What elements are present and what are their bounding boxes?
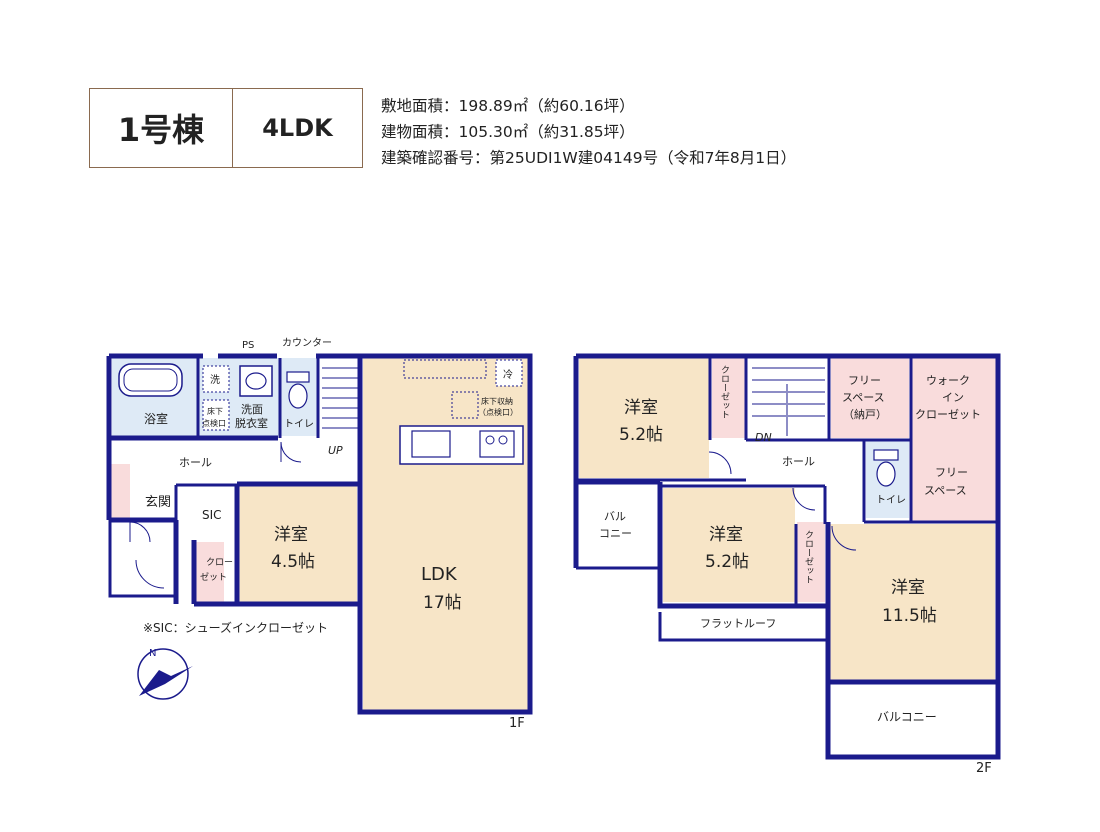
storage-label-1: 床下収納	[481, 396, 513, 406]
ldk-room	[363, 358, 528, 710]
room3-name-2f: 洋室	[891, 578, 925, 598]
up-label: UP	[328, 444, 343, 457]
fridge-label: 冷	[503, 368, 513, 381]
floor-label-2f: 2F	[976, 761, 992, 776]
wic-label-2: イン	[942, 391, 964, 404]
free-space-label-1: フリー	[848, 374, 881, 387]
free-space-label-2: スペース	[842, 391, 885, 404]
western-room-2f-c	[829, 524, 995, 682]
sink-icon	[239, 365, 273, 397]
stairs-2f	[752, 367, 825, 436]
floor-area: 建物面積：105.30㎡（約31.85坪）	[381, 123, 635, 141]
western-room-2f-b	[663, 488, 795, 602]
kitchen-sink-icon	[411, 430, 451, 458]
room3-size-2f: 11.5帖	[882, 606, 937, 626]
bathtub-icon	[118, 363, 183, 397]
toilet-icon	[873, 449, 899, 461]
stairs-1f	[322, 367, 358, 429]
closet-2f-b	[797, 522, 825, 602]
door-swing	[280, 441, 302, 463]
floor-2f: 洋室 5.2帖 クローゼット DN フリー スペース （納戸） ウォーク イン …	[573, 353, 1001, 776]
floor-1f: PS カウンター 浴室 洗 床下 点検口 洗面 脱衣室 トイレ UP ホール 玄…	[106, 337, 533, 731]
room1-size-2f: 5.2帖	[619, 425, 663, 445]
balcony-small-label-1: バル	[604, 510, 626, 523]
western-room-2f-a	[579, 358, 709, 478]
washroom-label-2: 脱衣室	[235, 416, 268, 430]
closet-b-label: クローゼット	[803, 530, 814, 584]
under-floor-hatch-icon	[202, 399, 230, 431]
door-swing	[708, 451, 732, 475]
walls-2f	[573, 353, 1001, 760]
hall-label-1f: ホール	[179, 456, 212, 469]
walls-1f	[106, 353, 533, 715]
room2-name-2f: 洋室	[709, 525, 743, 545]
property-info: 敷地面積：198.89㎡（約60.16坪） 建物面積：105.30㎡（約31.8…	[381, 93, 796, 171]
permit-number: 建築確認番号：第25UDI1W建04149号（令和7年8月1日）	[381, 149, 797, 167]
room1-name-2f: 洋室	[624, 398, 658, 418]
balcony-label: バルコニー	[877, 710, 937, 724]
free-space-label-3: （納戸）	[843, 408, 887, 421]
under-floor-label-2: 点検口	[202, 418, 226, 428]
layout-type: 4LDK	[262, 114, 333, 142]
building-number: 1号棟	[90, 89, 233, 167]
toilet-label-2f: トイレ	[876, 495, 906, 506]
western-room-1f	[239, 485, 357, 603]
ldk-size: 17帖	[423, 593, 462, 613]
under-floor-label-1: 床下	[207, 406, 223, 416]
ps-label: PS	[242, 340, 254, 351]
toilet-icon	[286, 371, 310, 383]
closet-2f-a	[712, 358, 745, 438]
wic-label-3: クローゼット	[915, 408, 981, 421]
counter-label: カウンター	[282, 337, 332, 349]
washing-machine-icon	[202, 365, 230, 393]
flat-roof-label: フラットルーフ	[700, 617, 776, 630]
storage-label-2: （点検口）	[478, 407, 518, 417]
compass-icon: N	[137, 648, 193, 700]
free-space-b-label-1: フリー	[935, 466, 968, 479]
entrance-label: 玄関	[145, 495, 171, 510]
header-box: 1号棟 4LDK	[89, 88, 363, 168]
room2-size-2f: 5.2帖	[705, 552, 749, 572]
room-name-1f: 洋室	[274, 525, 308, 545]
dn-label: DN	[755, 431, 772, 444]
closet-1f	[195, 542, 224, 602]
shoe-shelf	[110, 464, 130, 519]
toilet-label-1f: トイレ	[284, 419, 314, 430]
stove-icon	[479, 430, 515, 458]
free-space-b-label-2: スペース	[924, 484, 967, 497]
svg-text:N: N	[149, 648, 156, 659]
walk-in-closet	[912, 358, 996, 522]
room-size-1f: 4.5帖	[271, 552, 315, 572]
cupboard	[403, 359, 487, 379]
wic-label-1: ウォーク	[926, 374, 970, 387]
closet-label-1: クロー	[206, 557, 233, 568]
fridge-icon	[495, 359, 523, 387]
washroom-label-1: 洗面	[241, 403, 263, 416]
site-area: 敷地面積：198.89㎡（約60.16坪）	[381, 97, 635, 115]
floor-label-1f: 1F	[509, 716, 525, 731]
wash-label: 洗	[210, 374, 220, 386]
ldk-name: LDK	[421, 564, 458, 585]
balcony-small-label-2: コニー	[599, 527, 632, 540]
sic-note: ※SIC：シューズインクローゼット	[143, 620, 328, 635]
closet-a-label: クローゼット	[719, 365, 730, 419]
closet-label-2: ゼット	[200, 571, 227, 583]
free-space-storage	[831, 358, 909, 438]
hall-label-2f: ホール	[782, 455, 815, 468]
sic-label: SIC	[202, 508, 222, 522]
bath-label: 浴室	[144, 411, 168, 426]
